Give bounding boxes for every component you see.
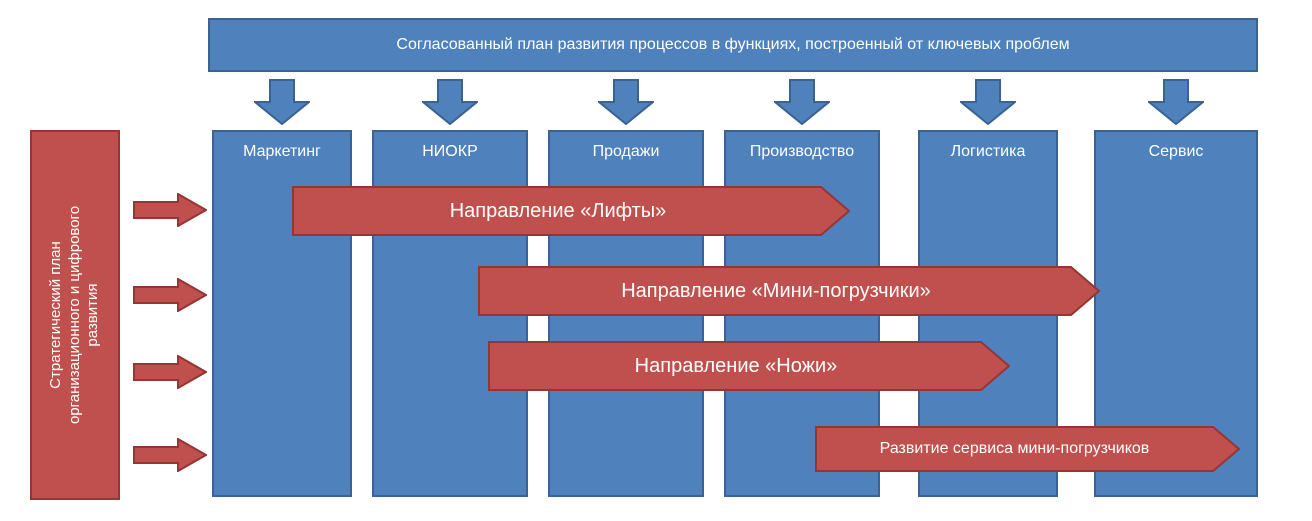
strategic-plan-panel: Стратегический план организационного и ц… <box>30 130 120 500</box>
direction-banner-knives: Направление «Ножи» <box>488 341 1010 391</box>
service-development-banner-label: Развитие сервиса мини-погрузчиков <box>879 440 1150 457</box>
direction-banner-mini-loaders: Направление «Мини-погрузчики» <box>478 266 1100 316</box>
direction-banner-mini-loaders-label: Направление «Мини-погрузчики» <box>621 279 931 302</box>
column-marketing-label: Маркетинг <box>243 143 321 160</box>
column-niokr-label: НИОКР <box>422 143 478 160</box>
right-arrow-icon <box>133 193 207 227</box>
banner-arrow-shape <box>815 426 1240 472</box>
strategic-plan-rotated-text: Стратегический план организационного и ц… <box>32 132 118 498</box>
down-arrow-icon <box>774 79 830 125</box>
top-plan-banner-label: Согласованный план развития процессов в … <box>396 36 1070 53</box>
column-service-label: Сервис <box>1148 143 1204 160</box>
down-arrow-icon <box>422 79 478 125</box>
direction-banner-lifts-label: Направление «Лифты» <box>449 199 667 222</box>
banner-arrow-shape <box>292 186 850 236</box>
banner-arrow-shape <box>478 266 1100 316</box>
column-production-label: Производство <box>749 143 855 160</box>
down-arrow-icon <box>598 79 654 125</box>
down-arrow-icon <box>960 79 1016 125</box>
strategic-plan-label: Стратегический план организационного и ц… <box>46 205 102 425</box>
service-development-banner: Развитие сервиса мини-погрузчиков <box>815 426 1240 472</box>
direction-banner-knives-label: Направление «Ножи» <box>634 354 838 377</box>
column-sales-label: Продажи <box>592 143 660 160</box>
banner-arrow-shape <box>488 341 1010 391</box>
right-arrow-icon <box>133 278 207 312</box>
direction-banner-lifts: Направление «Лифты» <box>292 186 850 236</box>
down-arrow-icon <box>1148 79 1204 125</box>
right-arrow-icon <box>133 438 207 472</box>
right-arrow-icon <box>133 355 207 389</box>
down-arrow-icon <box>254 79 310 125</box>
top-plan-banner: Согласованный план развития процессов в … <box>208 18 1258 72</box>
column-logistics-label: Логистика <box>950 143 1026 160</box>
